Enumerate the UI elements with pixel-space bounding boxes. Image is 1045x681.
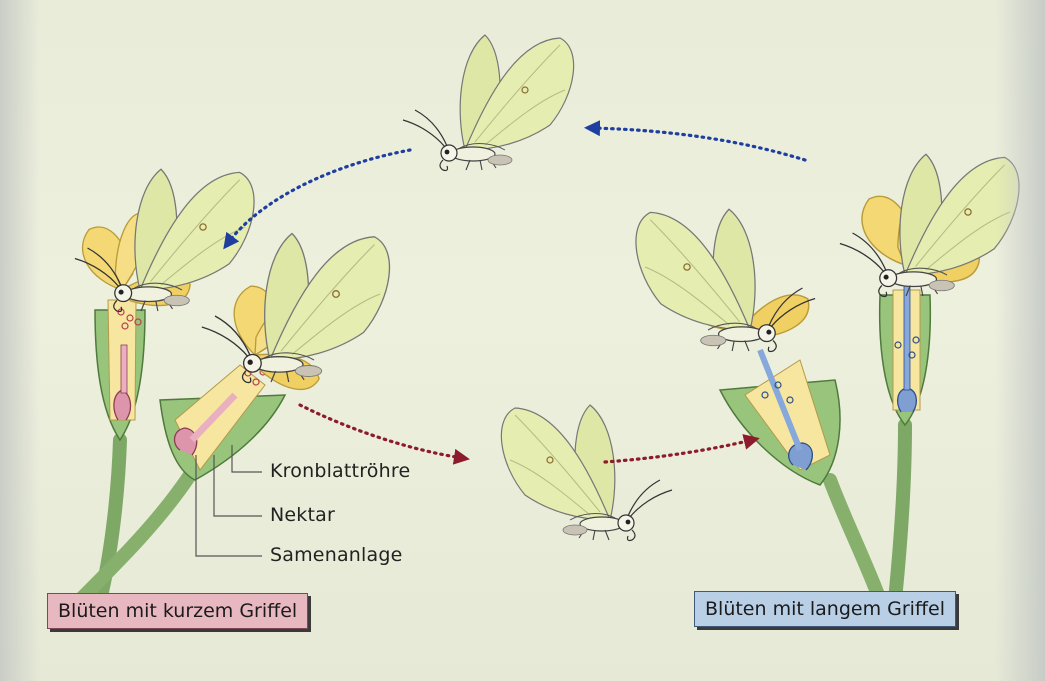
butterfly-icon [402, 34, 575, 172]
flower-short-style-2 [159, 267, 351, 481]
dotted-arrow-icon [298, 403, 470, 465]
butterfly-icon [500, 404, 673, 542]
label-corolla-tube: Kronblattröhre [270, 460, 411, 482]
dotted-arrow-icon [603, 434, 760, 464]
short-style-caption: Blüten mit kurzem Griffel [47, 593, 309, 629]
long-style-caption: Blüten mit langem Griffel [694, 591, 956, 627]
label-leader-lines [195, 445, 262, 557]
label-ovule: Samenanlage [270, 544, 403, 566]
label-nectar: Nektar [270, 504, 336, 526]
flower-long-style-1 [670, 224, 841, 486]
dotted-arrow-icon [584, 120, 807, 162]
dotted-arrow-icon [223, 148, 412, 250]
flower-long-style-2 [861, 180, 981, 427]
